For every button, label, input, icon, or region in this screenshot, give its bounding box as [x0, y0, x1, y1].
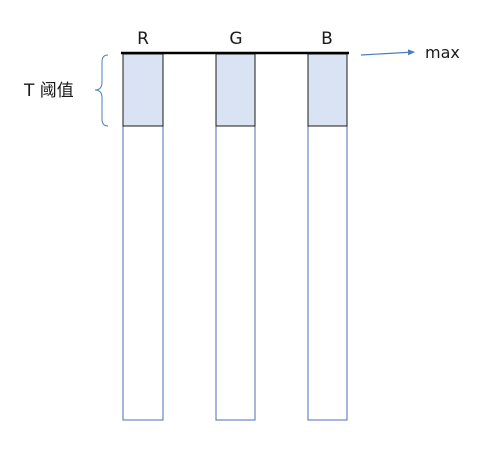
- channel-g-threshold-region: [215, 53, 256, 127]
- channel-g: G: [215, 29, 256, 421]
- channel-g-label: G: [229, 29, 242, 49]
- channel-r-label: R: [137, 29, 149, 49]
- max-label: max: [425, 43, 460, 62]
- threshold-label: T 阈值: [23, 81, 74, 101]
- max-arrow: [360, 49, 415, 56]
- channel-r-threshold-region: [122, 53, 164, 127]
- threshold-brace-icon: [94, 54, 109, 127]
- channel-r: R: [122, 29, 164, 421]
- channel-b-threshold-region: [307, 53, 348, 127]
- channel-b-label: B: [321, 29, 333, 49]
- channel-b: B: [307, 29, 348, 421]
